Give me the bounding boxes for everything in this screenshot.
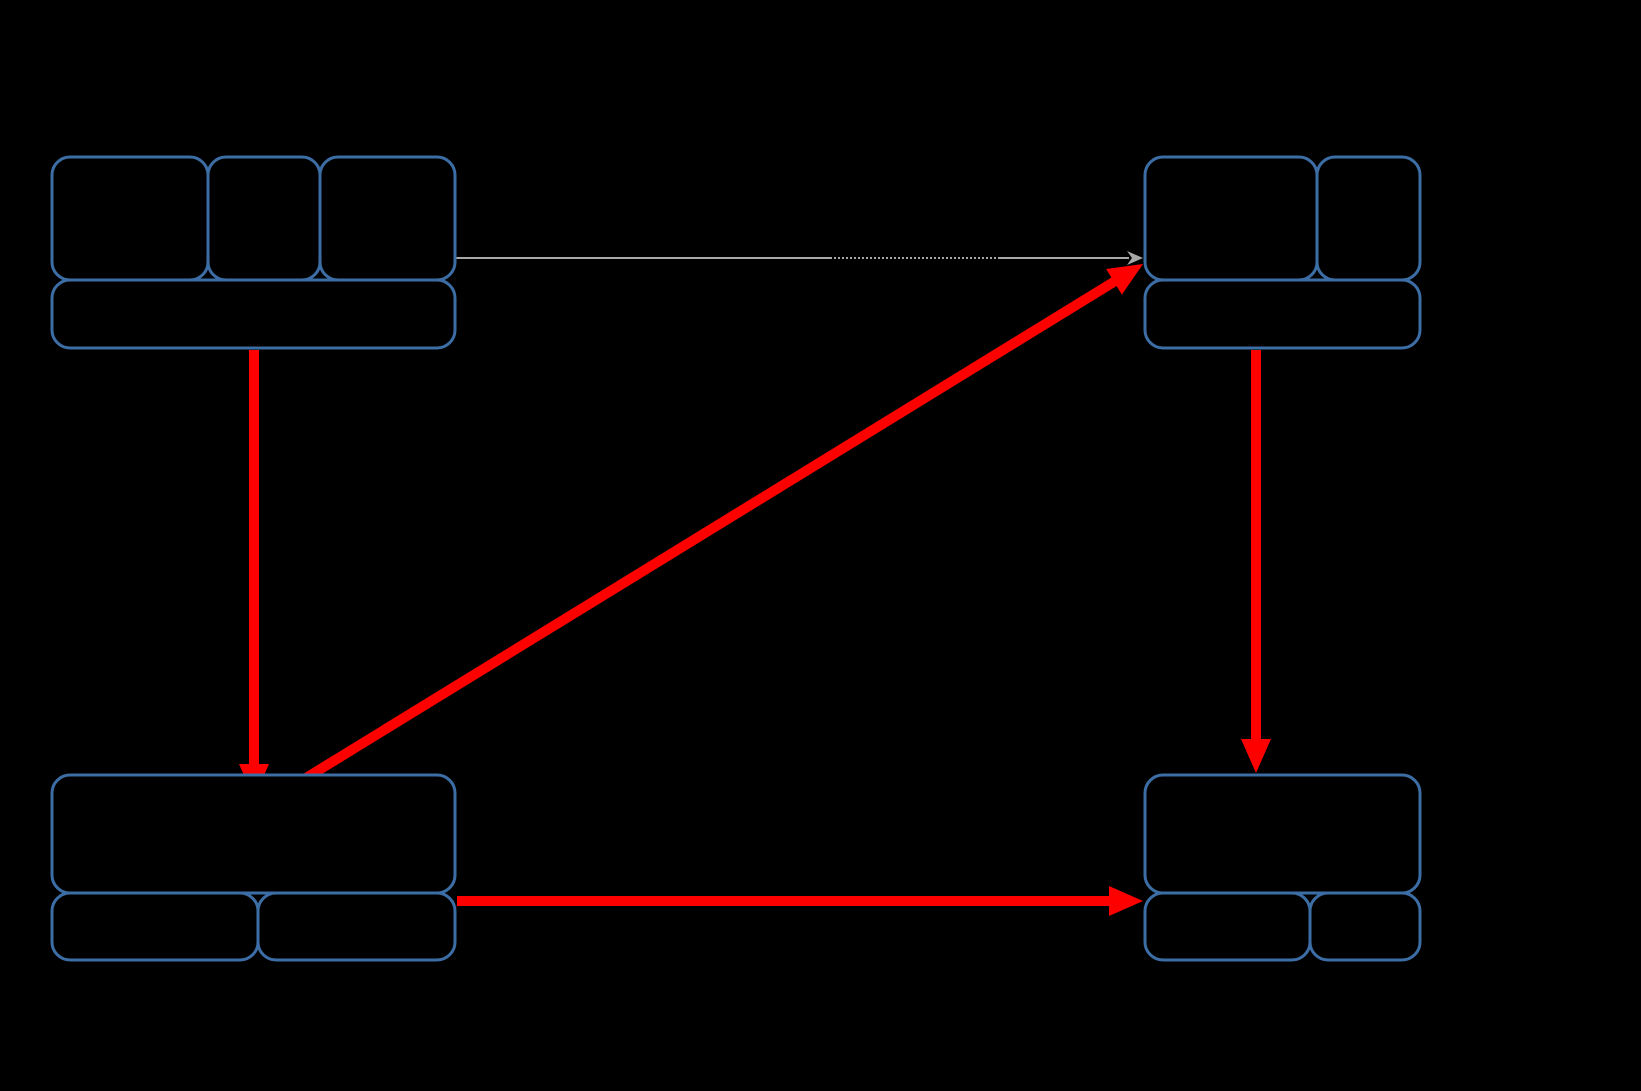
top-left-node[interactable]: [50, 155, 457, 350]
red-edge-top-right-to-bottom-right-arrowhead: [1241, 739, 1271, 773]
red-edge-top-right-to-bottom-right[interactable]: [1241, 350, 1271, 773]
node-cell[interactable]: [1143, 891, 1312, 962]
node-cell[interactable]: [50, 891, 260, 962]
node-cell[interactable]: [50, 773, 457, 895]
node-cell[interactable]: [1315, 155, 1422, 282]
gray-edge-top-left-to-top-right[interactable]: [456, 251, 1143, 265]
node-cell[interactable]: [1143, 773, 1422, 895]
gray-edge-top-left-to-top-right-arrowhead: [1127, 251, 1143, 265]
node-cell[interactable]: [1308, 891, 1422, 962]
node-cell[interactable]: [50, 278, 457, 350]
nodes-layer: [50, 155, 1422, 962]
node-cell[interactable]: [1143, 155, 1319, 282]
red-edge-bottom-left-to-bottom-right-arrowhead: [1109, 886, 1143, 916]
node-cell[interactable]: [1143, 278, 1422, 350]
bottom-right-node[interactable]: [1143, 773, 1422, 962]
bottom-left-node[interactable]: [50, 773, 457, 962]
node-cell[interactable]: [206, 155, 322, 282]
node-cell[interactable]: [318, 155, 457, 282]
node-cell[interactable]: [50, 155, 210, 282]
red-edge-bottom-left-to-top-right-arrowhead: [1106, 264, 1143, 295]
red-edge-bottom-left-to-top-right-line: [259, 274, 1122, 810]
node-cell[interactable]: [256, 891, 457, 962]
red-edge-bottom-left-to-top-right[interactable]: [259, 264, 1143, 810]
red-edge-bottom-left-to-bottom-right[interactable]: [457, 886, 1143, 916]
edges-layer: [239, 251, 1271, 916]
top-right-node[interactable]: [1143, 155, 1422, 350]
